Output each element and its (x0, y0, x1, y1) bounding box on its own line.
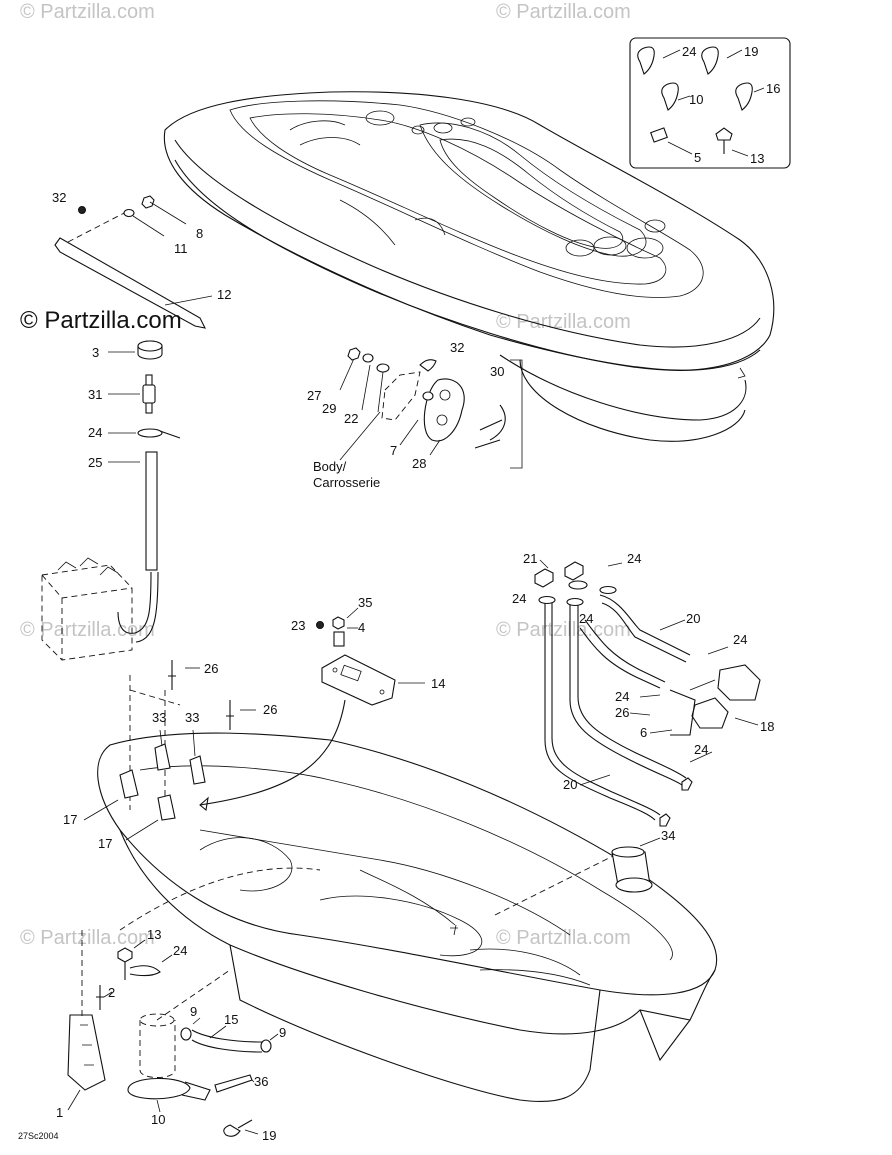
callout-label: 7 (390, 443, 397, 458)
callout-label: 2 (108, 985, 115, 1000)
plate-assembly (316, 607, 425, 706)
callout-label: 9 (190, 1004, 197, 1019)
watermark-text: © Partzilla.com (496, 619, 631, 641)
watermark-group: © Partzilla.com © Partzilla.com © Partzi… (20, 1, 631, 949)
callout-label: 27 (307, 388, 321, 403)
callout-label: 32 (52, 190, 66, 205)
body-upper-illustration (163, 91, 775, 442)
callout-label: 13 (750, 151, 764, 166)
callout-label: 3 (92, 345, 99, 360)
callout-label: 17 (98, 836, 112, 851)
callout-label: 19 (744, 44, 758, 59)
callout-label: 14 (431, 676, 445, 691)
callout-label: 22 (344, 411, 358, 426)
drawing-code: 27Sc2004 (18, 1131, 59, 1141)
callout-label: 31 (88, 387, 102, 402)
callout-label: 33 (152, 710, 166, 725)
callout-label: 30 (490, 364, 504, 379)
fastener-kit-box (629, 37, 791, 169)
callout-label: 26 (615, 705, 629, 720)
callout-label: 10 (151, 1112, 165, 1127)
callout-label: 32 (450, 340, 464, 355)
bottom-left-parts (67, 930, 279, 1137)
callout-label: 24 (88, 425, 102, 440)
callout-label: 15 (224, 1012, 238, 1027)
callout-labels: 24 19 10 16 5 13 32 8 11 12 3 31 24 25 3… (18, 44, 780, 1143)
callout-label: 24 (173, 943, 187, 958)
callout-label: 8 (196, 226, 203, 241)
watermark-text: © Partzilla.com (496, 1, 631, 23)
callout-label: 4 (358, 620, 365, 635)
callout-label: 1 (56, 1105, 63, 1120)
callout-label: 28 (412, 456, 426, 471)
callout-label: 12 (217, 287, 231, 302)
callout-label: 26 (204, 661, 218, 676)
watermark-text: © Partzilla.com (496, 927, 631, 949)
callout-label: 34 (661, 828, 675, 843)
body-label-fr: Carrosserie (313, 475, 380, 490)
left-column-parts (41, 195, 213, 661)
callout-label: 23 (291, 618, 305, 633)
callout-label: 19 (262, 1128, 276, 1143)
callout-label: 26 (263, 702, 277, 717)
callout-label: 20 (686, 611, 700, 626)
callout-label: 17 (63, 812, 77, 827)
callout-label: 20 (563, 777, 577, 792)
callout-label: 25 (88, 455, 102, 470)
right-hose-assembly (534, 559, 761, 827)
callout-label: 35 (358, 595, 372, 610)
callout-label: 11 (174, 241, 188, 256)
callout-label: 24 (627, 551, 641, 566)
callout-label: 29 (322, 401, 336, 416)
callout-label: 24 (682, 44, 696, 59)
callout-label: 13 (147, 927, 161, 942)
callout-label: 16 (766, 81, 780, 96)
callout-label: 24 (579, 611, 593, 626)
lower-hull-illustration (83, 660, 718, 1103)
center-bracket-assembly (339, 347, 523, 469)
watermark-text: © Partzilla.com (20, 1, 155, 23)
watermark-main: © Partzilla.com (20, 307, 182, 334)
callout-label: 24 (733, 632, 747, 647)
callout-label: 6 (640, 725, 647, 740)
watermark-text: © Partzilla.com (20, 927, 155, 949)
callout-label: 10 (689, 92, 703, 107)
callout-label: 24 (615, 689, 629, 704)
callout-label: 21 (523, 551, 537, 566)
callout-label: 18 (760, 719, 774, 734)
callout-label: 33 (185, 710, 199, 725)
watermark-text: © Partzilla.com (20, 619, 155, 641)
callout-label: 24 (512, 591, 526, 606)
part-34-fitting (611, 837, 661, 893)
callout-label: 24 (694, 742, 708, 757)
body-label: Body/ (313, 459, 347, 474)
callout-label: 9 (279, 1025, 286, 1040)
watermark-text: © Partzilla.com (496, 311, 631, 333)
callout-label: 36 (254, 1074, 268, 1089)
callout-label: 5 (694, 150, 701, 165)
